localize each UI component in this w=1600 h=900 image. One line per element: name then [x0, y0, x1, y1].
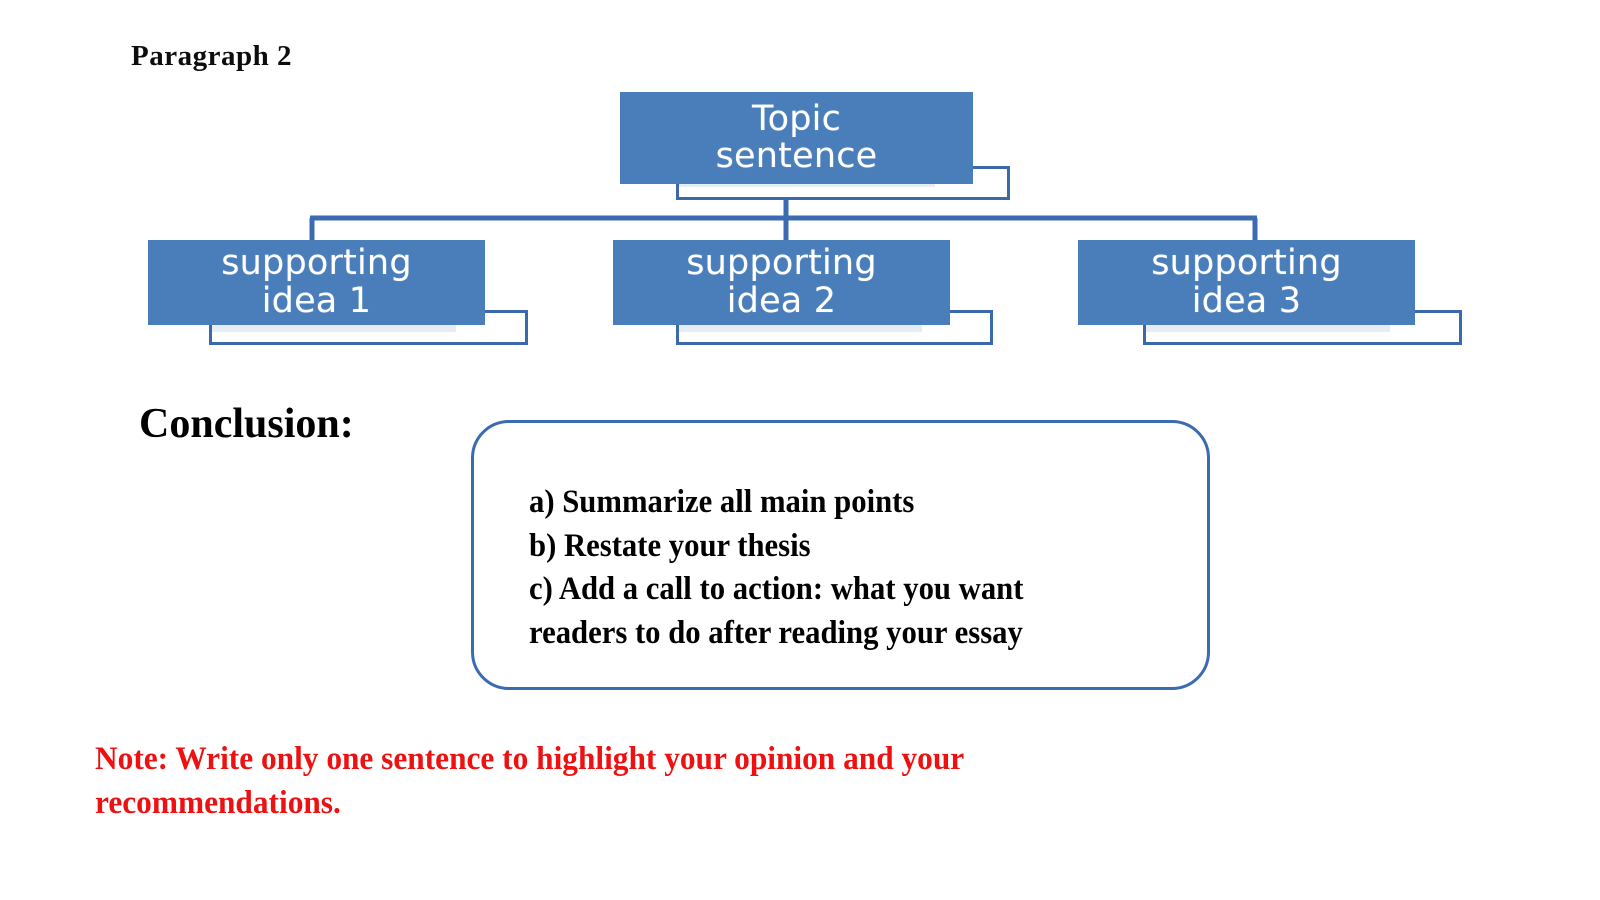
- conclusion-box: [471, 420, 1210, 690]
- conclusion-list-item-c: c) Add a call to action: what you want: [529, 571, 1024, 608]
- conclusion-list-item-b: b) Restate your thesis: [529, 527, 811, 564]
- org-chart: Topic sentence supporting idea 1 support…: [0, 0, 1600, 380]
- node-supporting-idea-1-label: supporting idea 1: [148, 240, 485, 325]
- conclusion-list: a) Summarize all main points b) Restate …: [529, 481, 1143, 655]
- conclusion-heading: Conclusion:: [139, 401, 354, 447]
- note-text: Note: Write only one sentence to highlig…: [95, 741, 964, 821]
- page-title: Paragraph 2: [131, 40, 292, 72]
- conclusion-list-item-c-continued: readers to do after reading your essay: [529, 614, 1023, 651]
- node-supporting-idea-3-label: supporting idea 3: [1078, 240, 1415, 325]
- node-topic-sentence-label: Topic sentence: [620, 92, 973, 184]
- conclusion-list-item-a: a) Summarize all main points: [529, 484, 915, 520]
- node-supporting-idea-2-label: supporting idea 2: [613, 240, 950, 325]
